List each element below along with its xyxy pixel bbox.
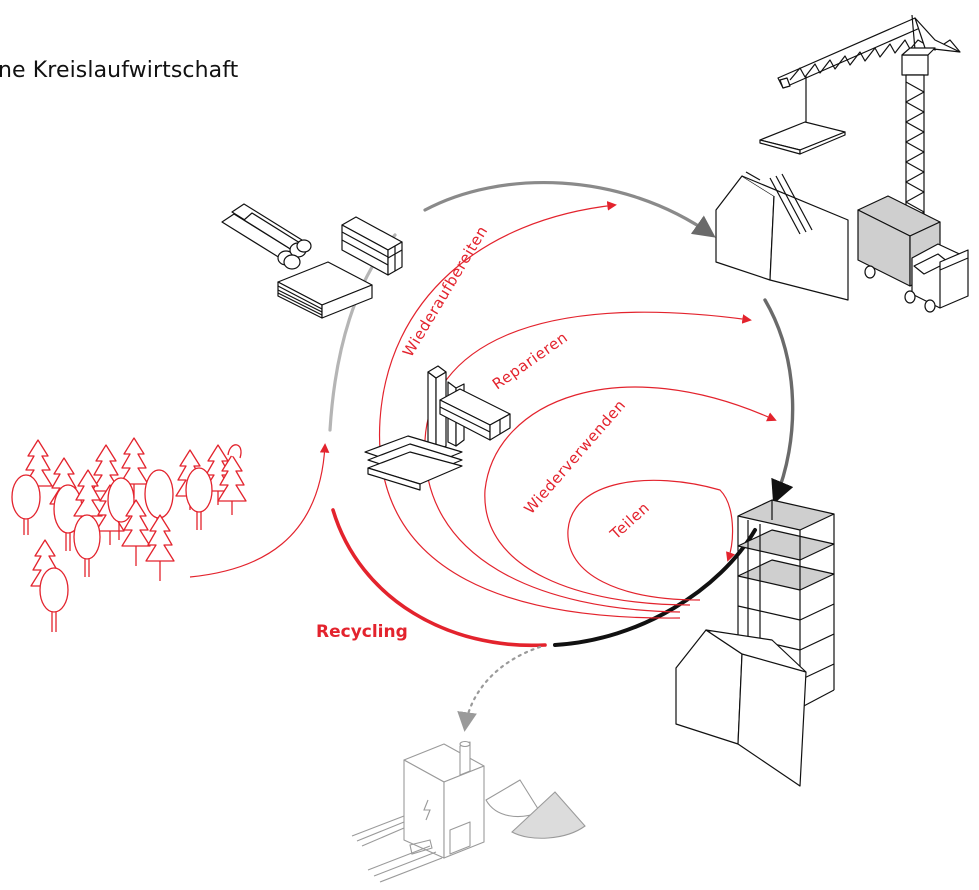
diagram-title: ne Kreislaufwirtschaft: [0, 58, 239, 83]
raw-material-stack-icon: [221, 203, 403, 319]
label-teilen: Teilen: [606, 498, 653, 543]
loop-teilen: [567, 479, 736, 601]
disposal-arrow: [457, 645, 542, 732]
loop-reparieren: [424, 311, 752, 613]
truck-icon: [857, 195, 969, 313]
label-wiederverwenden: Wiederverwenden: [520, 396, 629, 518]
building-elements-icon: [364, 365, 511, 491]
ring-segment-bottom-right: [553, 528, 757, 647]
ring-segment-recycling: [331, 508, 547, 648]
apartment-tower-icon: [737, 499, 835, 709]
house-icon: [675, 629, 807, 787]
label-recycling: Recycling: [316, 622, 408, 642]
loop-wiederaufbereiten: [379, 201, 681, 619]
ring-segment-right: [763, 298, 795, 505]
forest-supply-arrow: [189, 443, 330, 578]
label-wiederaufbereiten: Wiederaufbereiten: [399, 223, 491, 361]
loop-wiederverwenden: [484, 386, 777, 606]
ring-segment-top: [423, 180, 716, 238]
inner-loops: [189, 201, 777, 619]
crane-icon: [759, 14, 961, 226]
construction-house-icon: [715, 171, 849, 301]
waste-plant-icon: [351, 740, 586, 883]
forest-icon: [11, 437, 247, 632]
